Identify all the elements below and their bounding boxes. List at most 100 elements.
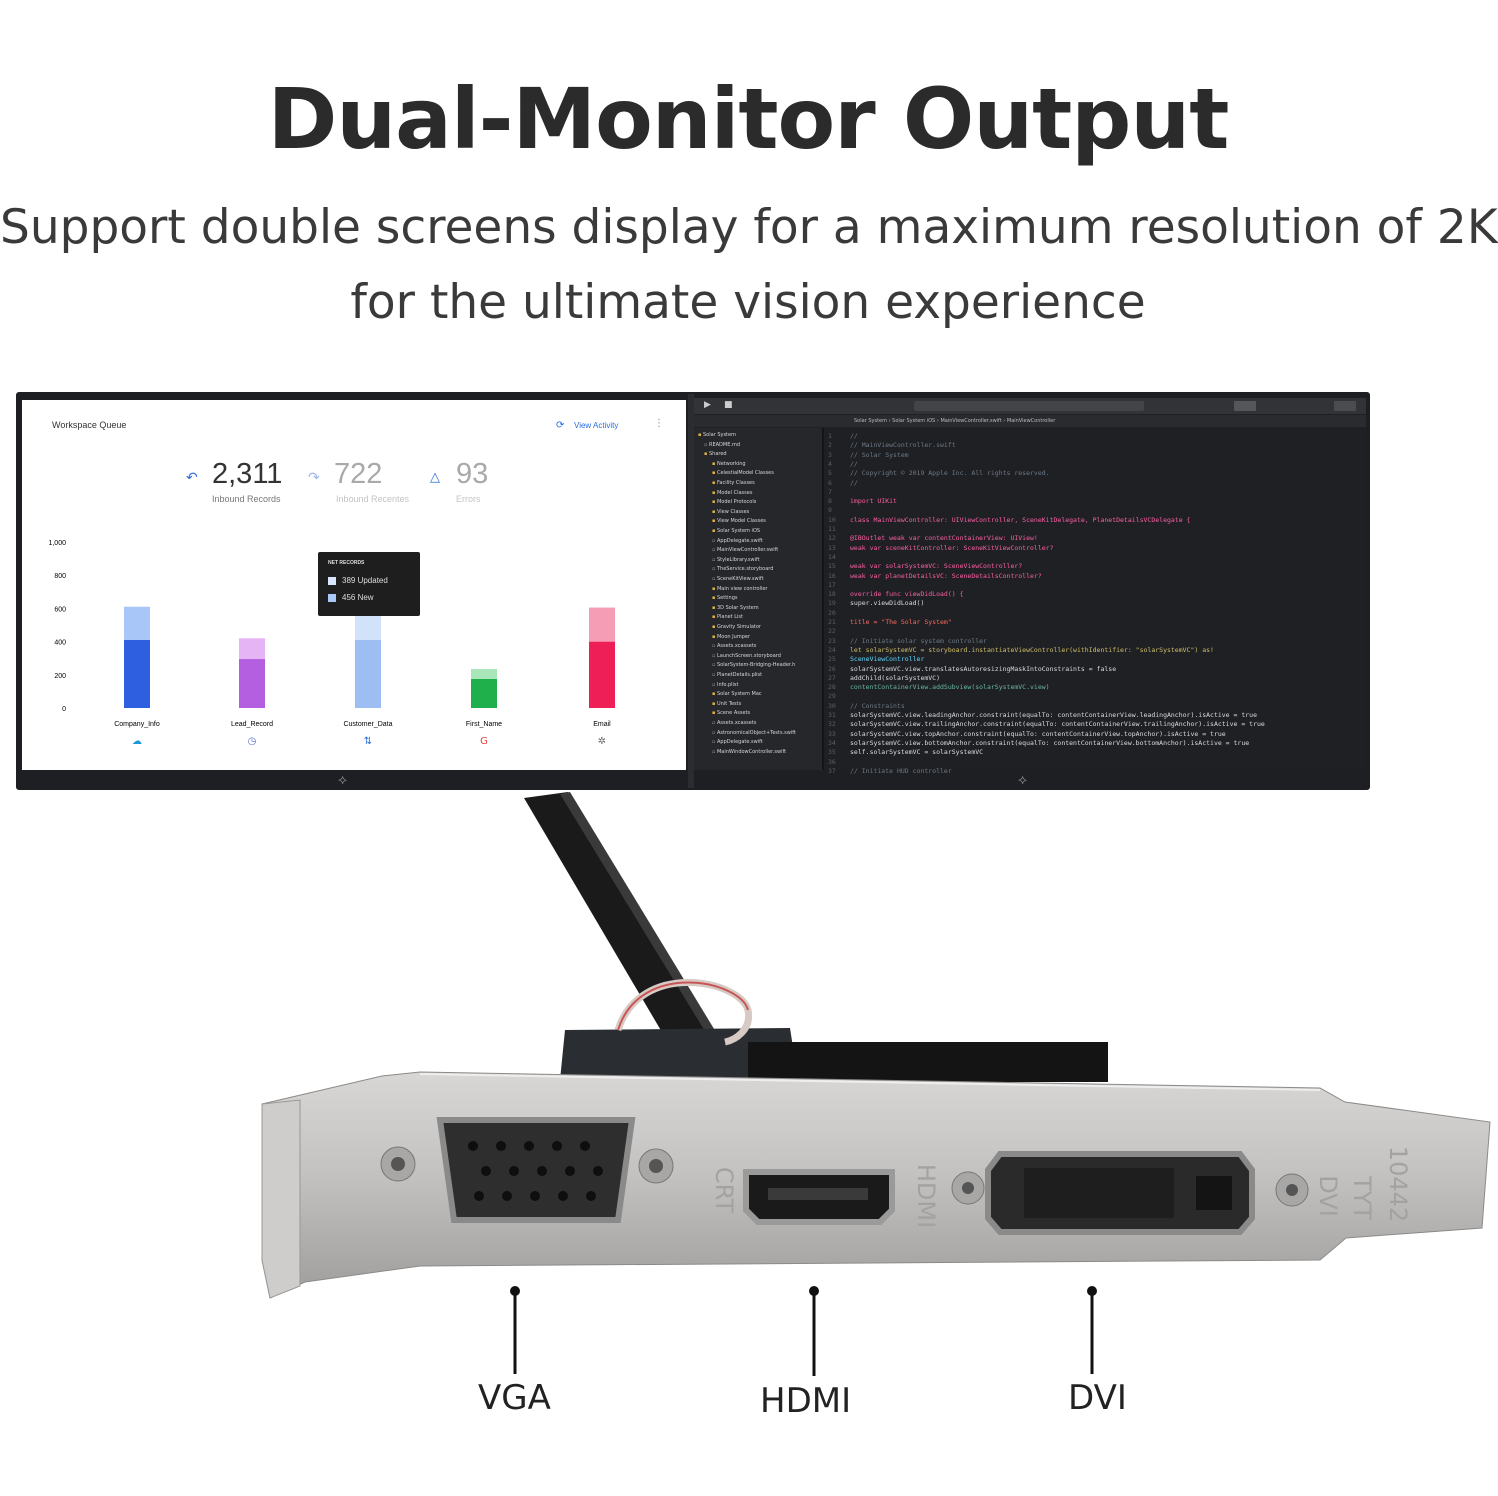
line-number: 26: [828, 664, 836, 673]
tooltip-row: 456 New: [342, 593, 374, 602]
line-number: 11: [828, 525, 836, 533]
file-tree-item[interactable]: ▪ CelestialModel Classes: [712, 470, 774, 476]
file-tree-item[interactable]: ▫ Assets.xcassets: [712, 643, 756, 649]
file-tree-item[interactable]: ▪ View Model Classes: [712, 518, 766, 524]
line-number: 10: [828, 515, 836, 524]
y-tick-label: 800: [54, 573, 66, 580]
bar-segment[interactable]: [471, 668, 497, 679]
file-tree-label: View Model Classes: [716, 518, 766, 525]
y-tick-label: 400: [54, 640, 66, 647]
file-tree-label: Scene Assets: [716, 710, 751, 717]
file-tree-item[interactable]: ▪ Main view controller: [712, 586, 767, 592]
breadcrumb-item[interactable]: MainViewController.swift: [940, 418, 1002, 424]
code-line: // Constraints: [850, 701, 905, 710]
bar-segment[interactable]: [589, 607, 615, 642]
line-number: 13: [828, 543, 836, 552]
file-icon: ▫: [712, 748, 717, 755]
file-tree-item[interactable]: ▪ Gravity Simulator: [712, 624, 761, 630]
layout-button[interactable]: [1234, 401, 1256, 411]
code-line: @IBOutlet weak var contentContainerView:…: [850, 534, 1038, 543]
file-tree-item[interactable]: ▫ TheService.storyboard: [712, 566, 773, 572]
breadcrumb-item[interactable]: MainViewController: [1006, 418, 1056, 424]
bar-segment[interactable]: [124, 606, 150, 640]
breadcrumb-item[interactable]: Solar System: [854, 418, 887, 424]
right-monitor-screen: ▶ ■ Solar System › Solar System iOS › Ma…: [694, 398, 1366, 775]
file-tree-item[interactable]: ▪ Unit Tests: [712, 701, 741, 707]
breadcrumb: Solar System › Solar System iOS › MainVi…: [854, 418, 1056, 424]
code-line: // Copyright © 2019 Apple Inc. All right…: [850, 469, 1050, 478]
line-number: 27: [828, 673, 836, 682]
file-tree-item[interactable]: ▪ Solar System Mac: [712, 691, 762, 697]
bar-segment[interactable]: [355, 639, 381, 708]
bar-segment[interactable]: [589, 641, 615, 708]
file-tree-label: AppDelegate.swift: [716, 739, 763, 746]
tooltip-title: NET RECORDS: [328, 560, 365, 566]
code-line: override func viewDidLoad() {: [850, 590, 964, 599]
file-icon: ▫: [712, 739, 717, 746]
code-line: weak var solarSystemVC: SceneViewControl…: [850, 562, 1023, 571]
breadcrumb-item[interactable]: Solar System iOS: [892, 418, 936, 424]
monitor-stand: [524, 792, 1108, 1082]
file-tree-label: Model Classes: [716, 489, 753, 496]
line-number: 14: [828, 552, 836, 561]
bracket-label: 10442: [1384, 1146, 1412, 1222]
kpi-value: 722: [334, 458, 383, 490]
file-tree-item[interactable]: ▪ Scene Assets: [712, 710, 750, 716]
file-tree-item[interactable]: ▫ AppDelegate.swift: [712, 538, 763, 544]
run-icon[interactable]: ▶: [704, 400, 711, 410]
refresh-icon[interactable]: ⟳: [556, 420, 565, 431]
file-icon: ▫: [712, 643, 717, 650]
bar-segment[interactable]: [471, 678, 497, 708]
line-number: 17: [828, 580, 836, 589]
line-number: 5: [828, 469, 832, 478]
code-line: self.solarSystemVC = solarSystemVC: [850, 748, 984, 757]
file-tree-item[interactable]: ▪ Settings: [712, 595, 738, 601]
subtitle-line-1: Support double screens display for a max…: [0, 200, 1498, 255]
stand-base: [560, 1028, 798, 1080]
file-tree-item[interactable]: ▪ Model Protocols: [712, 499, 756, 505]
bar-segment[interactable]: [124, 639, 150, 708]
bracket-label: DVI: [1314, 1175, 1342, 1217]
file-tree-item[interactable]: ▪ Moon Jumper: [712, 634, 750, 640]
file-tree-label: SceneKitView.swift: [716, 576, 764, 582]
more-options-icon[interactable]: ⋮: [654, 418, 664, 429]
file-tree-label: Solar System Mac: [716, 691, 762, 698]
y-tick-label: 0: [62, 706, 66, 713]
file-tree-item[interactable]: ▪ Solar System iOS: [712, 528, 760, 534]
file-tree-item[interactable]: ▫ Info.plist: [712, 682, 738, 688]
file-tree-item[interactable]: ▪ Shared: [704, 451, 727, 457]
file-tree-item[interactable]: ▫ StyleLibrary.swift: [712, 557, 760, 563]
file-tree-item[interactable]: ▫ SolarSystem-Bridging-Header.h: [712, 662, 795, 668]
code-line: //: [850, 478, 858, 487]
file-tree-item[interactable]: ▫ MainWindowController.swift: [712, 749, 786, 755]
file-tree-item[interactable]: ▪ Model Classes: [712, 490, 752, 496]
code-line: class MainViewController: UIViewControll…: [850, 515, 1191, 524]
code-line: title = "The Solar System": [850, 618, 952, 626]
file-tree-item[interactable]: ▪ Networking: [712, 461, 746, 467]
file-tree-item[interactable]: ▫ Assets.xcassets: [712, 720, 756, 726]
file-tree-item[interactable]: ▫ PlanetDetails.plist: [712, 672, 762, 678]
line-number: 25: [828, 655, 836, 664]
stop-icon[interactable]: ■: [724, 400, 733, 410]
file-tree-item[interactable]: ▫ README.md: [704, 442, 740, 448]
file-tree-item[interactable]: ▪ Facility Classes: [712, 480, 755, 486]
file-tree-item[interactable]: ▫ AstronomicalObject+Tests.swift: [712, 730, 796, 736]
view-activity-link[interactable]: View Activity: [574, 421, 619, 430]
file-tree-item[interactable]: ▪ Solar System: [698, 432, 736, 438]
file-tree-item[interactable]: ▫ MainViewController.swift: [712, 547, 778, 553]
panel-button[interactable]: [1334, 401, 1356, 411]
bracket-label: TYT: [1348, 1175, 1376, 1220]
file-tree-item[interactable]: ▪ Planet List: [712, 614, 743, 620]
file-tree-item[interactable]: ▫ AppDelegate.swift: [712, 739, 763, 745]
bar-segment[interactable]: [239, 659, 265, 708]
bar-segment[interactable]: [239, 638, 265, 660]
file-tree-item[interactable]: ▫ SceneKitView.swift: [712, 576, 764, 582]
file-tree-label: Main view controller: [716, 585, 768, 592]
file-tree-item[interactable]: ▫ LaunchScreen.storyboard: [712, 653, 781, 659]
file-tree-item[interactable]: ▪ 3D Solar System: [712, 605, 759, 611]
file-tree-item[interactable]: ▪ View Classes: [712, 509, 749, 515]
folder-icon: ▪: [712, 604, 717, 611]
kpi-value: 2,311: [212, 458, 283, 490]
line-number: 21: [828, 618, 836, 626]
